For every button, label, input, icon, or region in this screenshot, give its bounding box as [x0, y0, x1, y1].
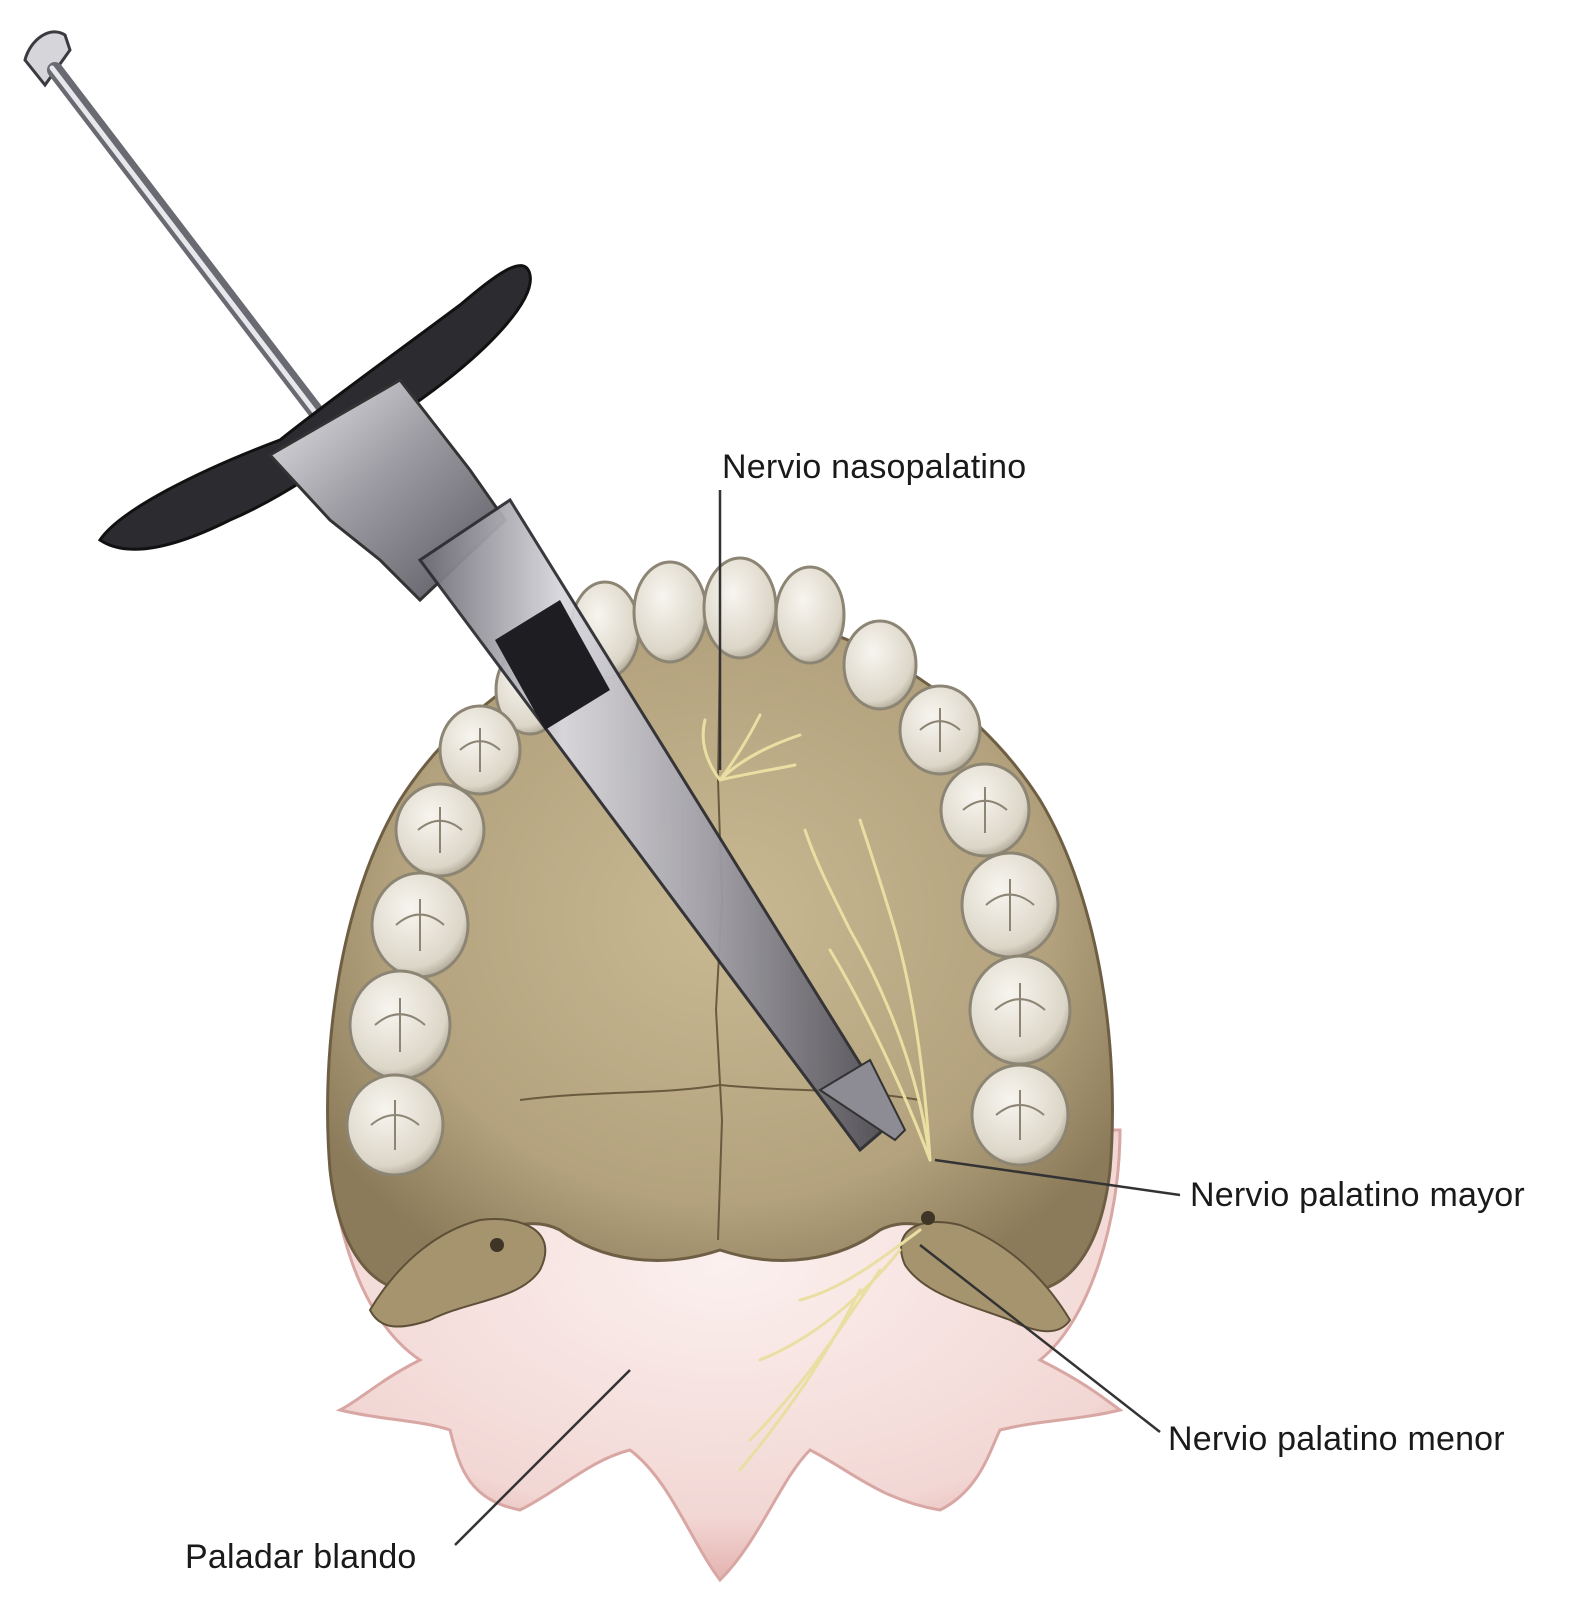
label-paladar-blando: Paladar blando [185, 1538, 417, 1577]
tooth [844, 621, 916, 709]
label-nervio-nasopalatino: Nervio nasopalatino [722, 448, 1026, 487]
tooth [776, 567, 844, 663]
tooth [704, 558, 776, 658]
label-nervio-palatino-mayor: Nervio palatino mayor [1190, 1176, 1525, 1215]
tooth [634, 562, 706, 662]
label-nervio-palatino-menor: Nervio palatino menor [1168, 1420, 1505, 1459]
